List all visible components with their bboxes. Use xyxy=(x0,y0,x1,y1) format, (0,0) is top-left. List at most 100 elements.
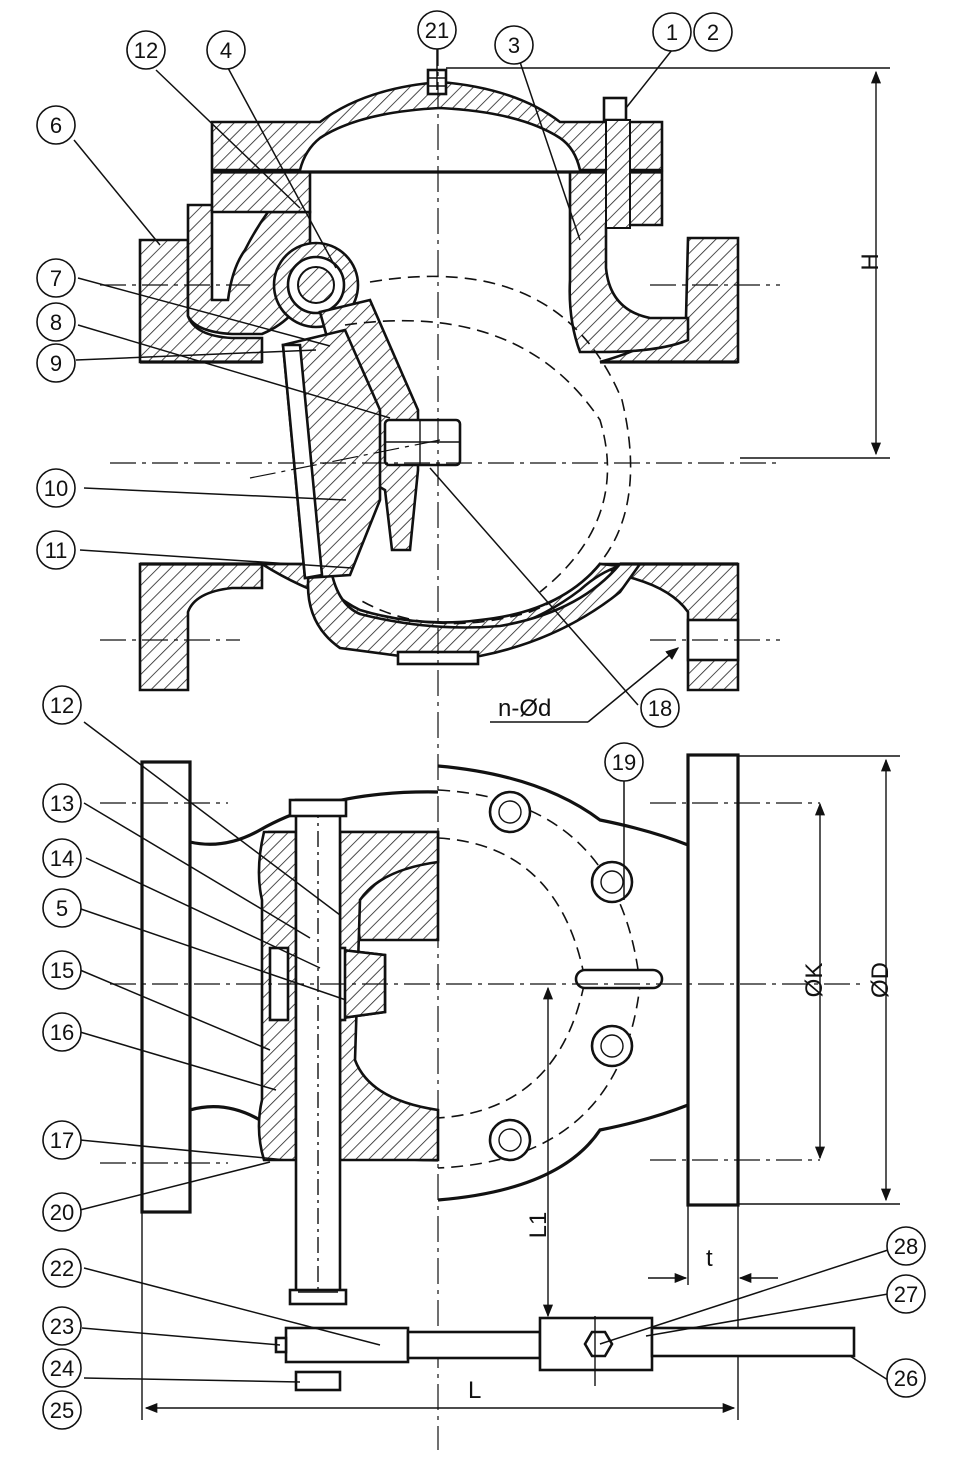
dim-h-label: H xyxy=(857,253,884,270)
part-balloon-26: 26 xyxy=(886,1358,926,1398)
balloon-label: 25 xyxy=(50,1398,74,1423)
part-balloon-9: 9 xyxy=(36,343,76,383)
balloon-circle xyxy=(42,1390,82,1430)
balloon-label: 7 xyxy=(50,266,62,291)
balloon-label: 6 xyxy=(50,113,62,138)
balloon-label: 16 xyxy=(50,1020,74,1045)
balloon-label: 2 xyxy=(707,20,719,45)
part-balloon-14: 14 xyxy=(42,838,82,878)
balloon-label: 4 xyxy=(220,38,232,63)
dim-phi-d-label: ØD xyxy=(867,962,894,998)
balloon-circle xyxy=(886,1358,926,1398)
balloon-circle xyxy=(36,343,76,383)
balloon-circle xyxy=(42,685,82,725)
balloon-label: 19 xyxy=(612,750,636,775)
dim-t-label: t xyxy=(706,1245,713,1272)
balloon-label: 9 xyxy=(50,351,62,376)
balloon-label: 14 xyxy=(50,846,74,871)
balloon-label: 10 xyxy=(44,476,68,501)
leader-lines xyxy=(73,48,889,1383)
part-balloon-13: 13 xyxy=(42,783,82,823)
part-balloon-3: 3 xyxy=(494,25,534,65)
part-balloon-12: 12 xyxy=(126,30,166,70)
balloon-circle xyxy=(42,1348,82,1388)
section-view xyxy=(100,40,780,1450)
balloon-circle xyxy=(42,1192,82,1232)
bottom-view xyxy=(100,753,860,1420)
dim-phi-k-label: ØK xyxy=(801,963,828,998)
part-balloon-6: 6 xyxy=(36,105,76,145)
balloon-circle xyxy=(640,688,680,728)
balloon-label: 24 xyxy=(50,1356,74,1381)
dimension-h: H xyxy=(446,67,890,459)
balloon-circle xyxy=(36,302,76,342)
balloon-circle xyxy=(42,783,82,823)
part-balloon-11: 11 xyxy=(36,530,76,570)
balloon-label: 12 xyxy=(134,38,158,63)
balloon-circle xyxy=(126,30,166,70)
dimension-l1: L1 xyxy=(525,986,596,1386)
part-balloon-8: 8 xyxy=(36,302,76,342)
balloon-label: 1 xyxy=(666,20,678,45)
part-balloon-2: 2 xyxy=(693,12,733,52)
balloon-label: 15 xyxy=(50,958,74,983)
balloon-circle xyxy=(886,1274,926,1314)
balloon-label: 13 xyxy=(50,791,74,816)
balloon-label: 21 xyxy=(425,18,449,43)
balloon-circle xyxy=(42,838,82,878)
part-balloon-20: 20 xyxy=(42,1192,82,1232)
balloon-circle xyxy=(604,742,644,782)
part-balloon-1: 1 xyxy=(652,12,692,52)
dimension-phi-d: ØD xyxy=(738,755,900,1205)
part-balloon-12: 12 xyxy=(42,685,82,725)
balloon-label: 12 xyxy=(50,693,74,718)
dimension-l: L xyxy=(141,1212,736,1420)
balloon-label: 11 xyxy=(45,538,68,563)
part-balloon-23: 23 xyxy=(42,1306,82,1346)
balloon-label: 20 xyxy=(50,1200,74,1225)
balloon-circle xyxy=(42,1012,82,1052)
dimension-n-phi-d: n-Ød xyxy=(490,647,680,723)
part-balloon-24: 24 xyxy=(42,1348,82,1388)
part-balloon-19: 19 xyxy=(604,742,644,782)
balloon-circle xyxy=(417,10,457,50)
dimension-phi-k: ØK xyxy=(801,802,828,1160)
balloon-circle xyxy=(36,105,76,145)
part-balloon-16: 16 xyxy=(42,1012,82,1052)
balloon-circle xyxy=(42,1248,82,1288)
balloon-circle xyxy=(36,258,76,298)
balloon-circle xyxy=(42,1120,82,1160)
balloon-label: 28 xyxy=(894,1234,918,1259)
balloon-circle xyxy=(36,468,76,508)
balloon-circle xyxy=(886,1226,926,1266)
dim-l-label: L xyxy=(468,1377,481,1404)
balloon-label: 17 xyxy=(50,1128,74,1153)
part-balloon-10: 10 xyxy=(36,468,76,508)
balloon-label: 26 xyxy=(894,1366,918,1391)
dim-l1-label: L1 xyxy=(525,1212,552,1239)
balloon-circle xyxy=(42,1306,82,1346)
balloon-circle xyxy=(36,530,76,570)
balloon-circle xyxy=(494,25,534,65)
part-balloon-27: 27 xyxy=(886,1274,926,1314)
balloon-label: 5 xyxy=(56,896,68,921)
balloon-circle xyxy=(42,888,82,928)
balloon-circle xyxy=(42,950,82,990)
dim-n-phi-d-label: n-Ød xyxy=(498,695,551,722)
part-balloon-21: 21 xyxy=(417,10,457,50)
part-balloon-7: 7 xyxy=(36,258,76,298)
part-balloon-18: 18 xyxy=(640,688,680,728)
flange-bolts xyxy=(488,790,634,1162)
part-balloon-25: 25 xyxy=(42,1390,82,1430)
balloon-label: 3 xyxy=(508,33,520,58)
part-balloon-4: 4 xyxy=(206,30,246,70)
part-balloon-15: 15 xyxy=(42,950,82,990)
balloon-circle xyxy=(693,12,733,52)
balloon-label: 23 xyxy=(50,1314,74,1339)
part-balloon-28: 28 xyxy=(886,1226,926,1266)
balloon-circle xyxy=(652,12,692,52)
balloon-label: 27 xyxy=(894,1282,918,1307)
balloon-circle xyxy=(206,30,246,70)
